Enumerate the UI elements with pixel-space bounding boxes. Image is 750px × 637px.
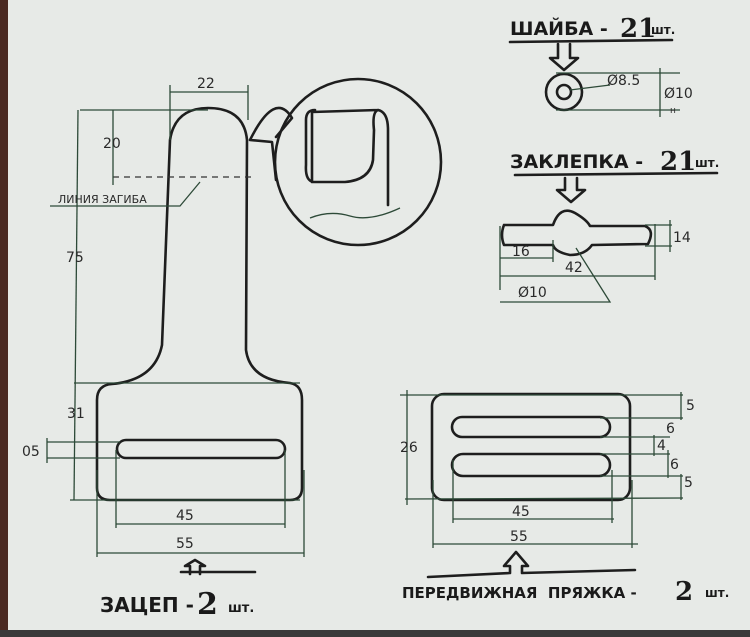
- buckle-dim-right-5: 5: [684, 475, 693, 491]
- hook-dim-20: 20: [103, 136, 121, 152]
- washer-dim-outer: Ø10: [664, 86, 693, 102]
- buckle-dim-26: 26: [400, 440, 418, 456]
- hook-qty: 2: [197, 587, 218, 622]
- buckle-arrow-icon: [426, 550, 637, 579]
- rivet-dim-14: 14: [673, 230, 691, 246]
- washer-inner: [555, 83, 573, 101]
- rivet-dim-dia: Ø10: [518, 285, 547, 301]
- hook-dim-75: 75: [66, 250, 84, 266]
- washer-dim-inner: Ø8.5: [607, 73, 640, 89]
- washer-note: н: [670, 106, 676, 116]
- bend-line-label: ЛИНИЯ ЗАГИБА: [58, 193, 147, 206]
- paper-bottom-edge: [0, 630, 750, 637]
- hook-title: ЗАЦЕП -: [100, 593, 194, 617]
- washer-title: ШАЙБА -: [510, 17, 608, 40]
- hook-dim-31: 31: [67, 406, 85, 422]
- hook-slot: [115, 438, 287, 460]
- hook-dimensions: [46, 85, 305, 557]
- hook-dim-05: 05: [22, 444, 40, 460]
- buckle-slot-top: [450, 415, 612, 439]
- buckle-slot-bottom: [450, 452, 612, 478]
- rivet-title: ЗАКЛЕПКА -: [510, 151, 643, 173]
- hook-drawing: 22 20 75 31 05 45 55 ЛИНИЯ ЗАГИБА ЗАЦЕП …: [22, 76, 443, 622]
- rivet-unit: шт.: [695, 156, 719, 170]
- rivet-dim-16: 16: [512, 244, 530, 260]
- buckle-dim-right-4: 6: [670, 457, 679, 473]
- rivet-outline: [500, 209, 653, 257]
- washer-unit: шт.: [651, 23, 675, 37]
- buckle-qty: 2: [675, 577, 693, 607]
- buckle-dim-55: 55: [510, 529, 528, 545]
- buckle-drawing: 26 5 6 4 6 5 45 55 ПЕРЕДВИЖНАЯ ПРЯЖКА - …: [400, 390, 729, 607]
- buckle-dim-45: 45: [512, 504, 530, 520]
- hook-dim-45: 45: [176, 508, 194, 524]
- rivet-arrow-icon: [555, 176, 587, 204]
- hook-unit: шт.: [228, 601, 254, 616]
- hook-dim-55: 55: [176, 536, 194, 552]
- buckle-unit: шт.: [705, 586, 729, 600]
- rivet-drawing: ЗАКЛЕПКА - 21 шт. 16 42 14 Ø10: [499, 147, 719, 303]
- detail-sketch: [304, 108, 390, 207]
- hook-arrow-icon: [179, 558, 257, 576]
- hook-dim-22: 22: [197, 76, 215, 92]
- buckle-dim-right-2: 6: [666, 421, 675, 437]
- buckle-outline: [430, 392, 632, 502]
- detail-arrow: [248, 106, 294, 182]
- paper-edge: [0, 0, 8, 637]
- hook-outline: [95, 106, 304, 502]
- buckle-dim-right-1: 5: [686, 398, 695, 414]
- washer-arrow-icon: [548, 42, 580, 72]
- rivet-dim-42: 42: [565, 260, 583, 276]
- buckle-dim-right-3: 4: [657, 438, 666, 454]
- washer-drawing: ШАЙБА - 21 шт. Ø8.5 Ø10 н: [508, 14, 693, 117]
- buckle-title: ПЕРЕДВИЖНАЯ ПРЯЖКА -: [402, 584, 637, 602]
